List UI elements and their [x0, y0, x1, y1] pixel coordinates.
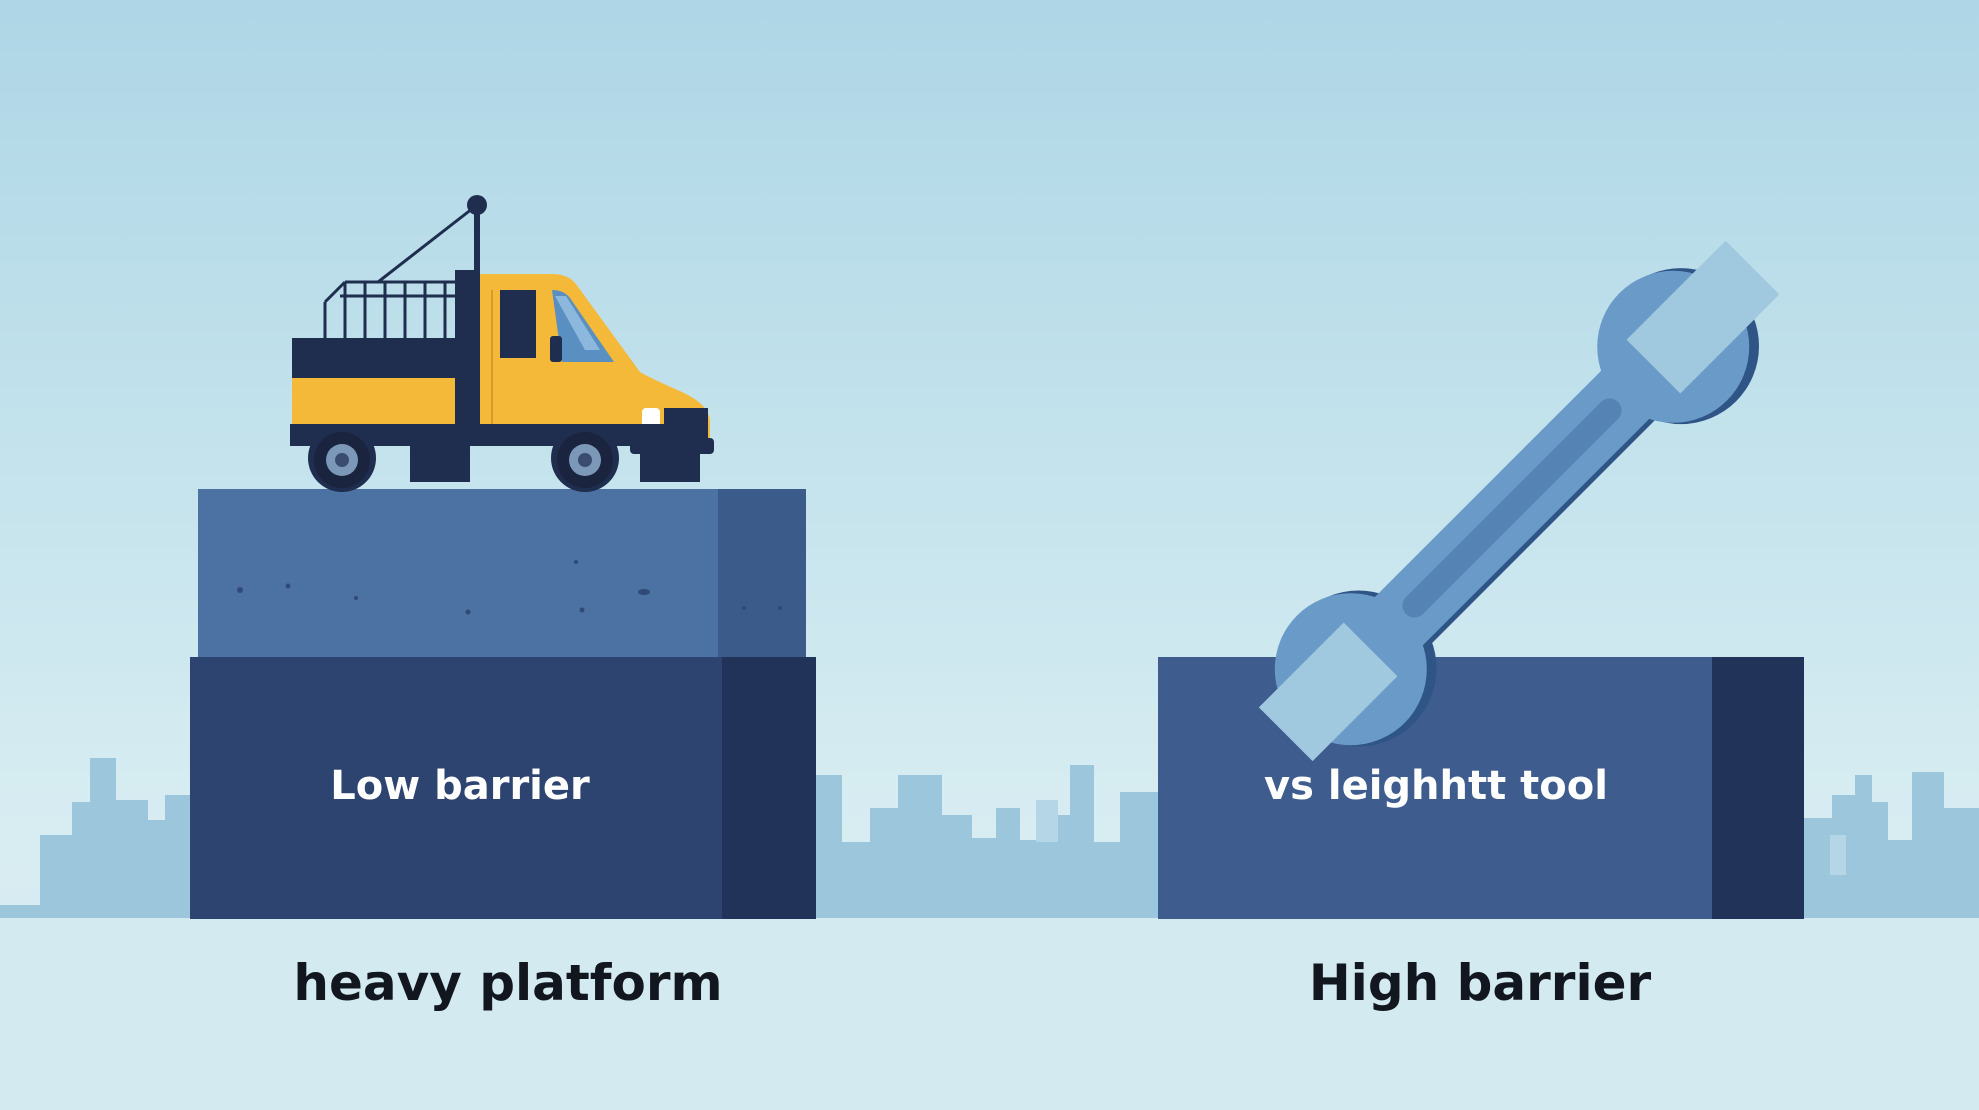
left-block-label: Low barrier — [330, 763, 590, 809]
wrench-icon — [1258, 240, 1780, 762]
right-caption: High barrier — [1308, 954, 1652, 1012]
left-upper-slab-side — [718, 489, 806, 657]
truck-icon — [290, 195, 714, 492]
left-lower-block — [190, 657, 722, 919]
right-platform — [1158, 657, 1804, 919]
right-block-label: vs leighhtt tool — [1264, 763, 1608, 809]
left-caption: heavy platform — [293, 954, 723, 1012]
skyline-faded-buildings — [1036, 800, 1846, 875]
left-lower-block-side — [722, 657, 816, 919]
left-upper-slab — [198, 489, 718, 657]
right-block-front — [1158, 657, 1712, 919]
left-platform — [190, 489, 816, 919]
ground — [0, 918, 1979, 1110]
concrete-texture — [237, 560, 782, 615]
right-block-side — [1712, 657, 1804, 919]
